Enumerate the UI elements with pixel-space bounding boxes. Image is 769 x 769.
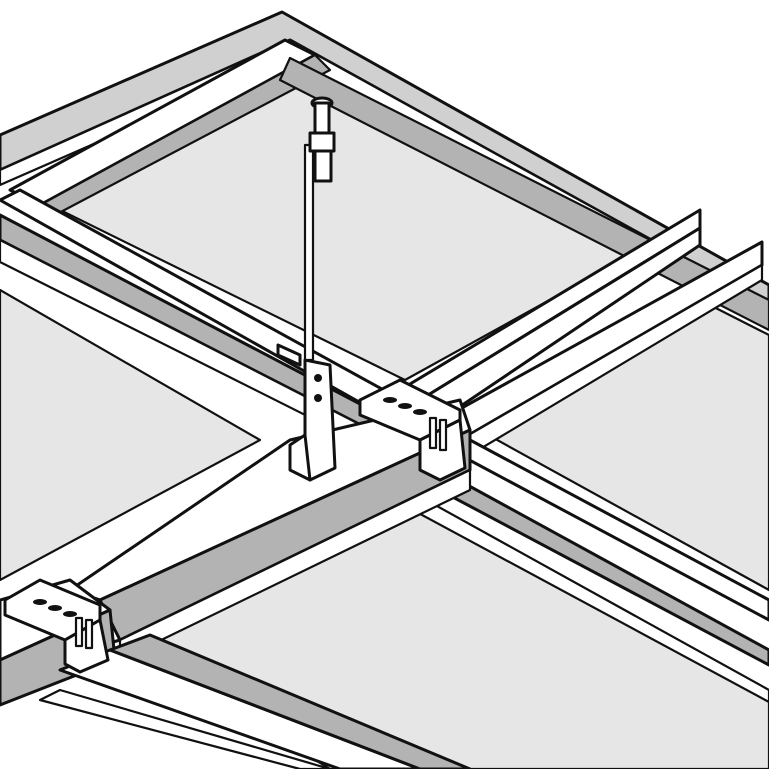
- ceiling-anchor-icon: [308, 96, 336, 183]
- tee-connector-clip-icon: [358, 378, 467, 482]
- cross-tee-icon: [398, 208, 764, 457]
- tee-connector-clip-icon: [3, 578, 110, 674]
- hanger-rod-icon: [303, 143, 315, 362]
- hanger-bracket-icon: [276, 343, 337, 482]
- cross-tee-icon: [8, 38, 332, 217]
- main-runner-icon: [383, 438, 769, 704]
- perimeter-wall-angle-icon: [0, 10, 769, 317]
